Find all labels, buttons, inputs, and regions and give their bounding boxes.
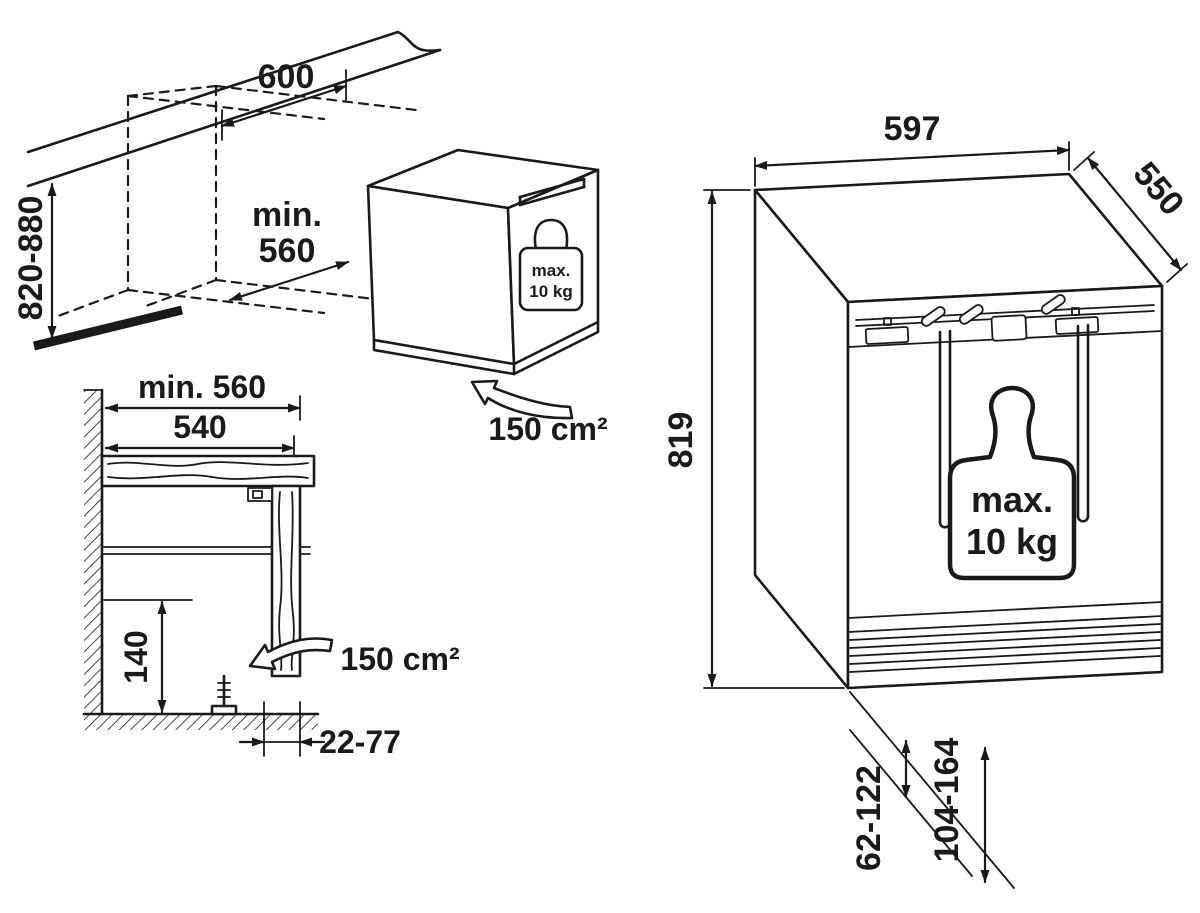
section-counter-depth-dimension: 540 (104, 409, 296, 461)
section-clearance-label: 140 (118, 630, 154, 683)
section-foot-range-label: 22-77 (319, 724, 401, 760)
niche-vent-label: 150 cm² (488, 411, 607, 447)
appliance-depth-label: 550 (1126, 155, 1192, 223)
airflow-arrow-icon (470, 379, 574, 420)
niche-height-label: 820-880 (12, 196, 50, 321)
appliance-weight-max-label: max. (971, 479, 1053, 520)
section-niche-depth-label: min. 560 (138, 369, 266, 405)
niche-vent: 150 cm² (470, 379, 608, 447)
section-clearance-dimension: 140 (103, 599, 193, 714)
ventilation-grille (847, 601, 1163, 673)
niche-weight-max-label: max. (532, 261, 571, 280)
appliance-body (753, 172, 1164, 690)
niche-weight-value-label: 10 kg (529, 282, 572, 301)
weight-icon: max. 10 kg (947, 385, 1077, 581)
floor-hatch (82, 712, 320, 730)
niche-width-dimension: 600 (220, 58, 348, 141)
countertop (26, 30, 442, 188)
niche-height-dimension: 820-880 (12, 182, 57, 340)
niche-depth-dimension: min. 560 (228, 196, 350, 302)
section-foot-range-dimension: 22-77 (238, 701, 401, 760)
niche-depth-value-label: 560 (259, 232, 316, 270)
section-vent-label: 150 cm² (340, 641, 459, 677)
niche-isometric-view: 820-880 600 min. 560 (12, 30, 608, 447)
hinge-screw (252, 490, 263, 499)
niche-width-label: 600 (258, 58, 315, 96)
floor-line (32, 305, 184, 351)
countertop-section (100, 454, 316, 488)
plinth-range-dimensions: 62-122 104-164 (849, 691, 1015, 889)
section-niche-depth-dimension: min. 560 (104, 369, 302, 421)
appliance-base-right (512, 320, 600, 376)
appliance-height-label: 819 (662, 412, 700, 469)
installation-section-view: min. 560 540 140 (82, 369, 460, 760)
section-vent: 150 cm² (248, 637, 460, 677)
appliance-width-label: 597 (884, 110, 941, 148)
appliance-small-isometric: max. 10 kg (366, 148, 600, 376)
adjustable-foot-icon (210, 674, 238, 716)
airflow-arrow-icon (248, 637, 334, 671)
wall-hatch (83, 388, 104, 716)
niche-depth-min-label: min. (252, 196, 322, 234)
appliance-plinth-outer-label: 104-164 (928, 738, 966, 863)
appliance-height-dimension: 819 (662, 189, 845, 689)
mounting-rail (847, 294, 1163, 348)
section-counter-depth-label: 540 (173, 409, 226, 445)
weight-icon: max. 10 kg (518, 218, 584, 312)
appliance-weight-value-label: 10 kg (966, 521, 1058, 562)
appliance-dimensions-view: max. 10 kg 597 550 (662, 110, 1192, 889)
appliance-plinth-inner-label: 62-122 (850, 765, 888, 871)
appliance-base (372, 338, 516, 376)
appliance-width-dimension: 597 (753, 110, 1071, 187)
door-handle-icon (518, 177, 586, 207)
